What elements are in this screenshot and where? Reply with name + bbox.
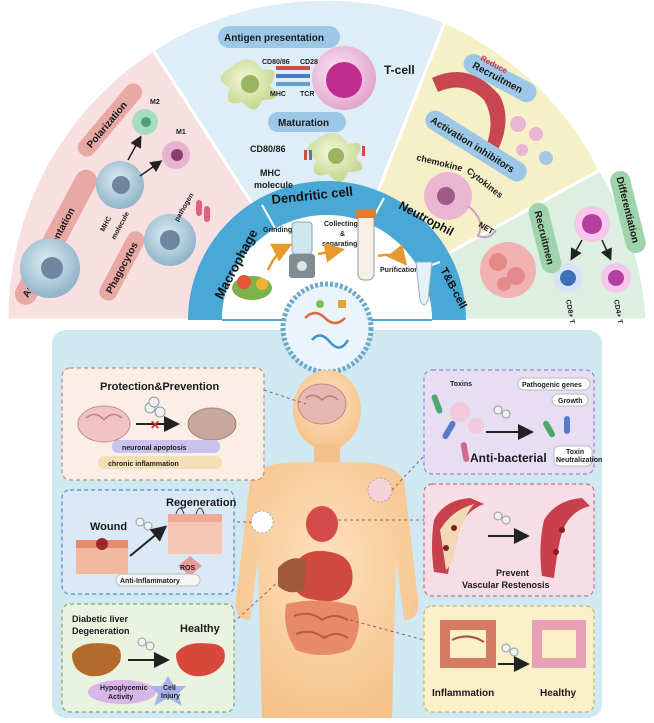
ros-star [178,556,202,576]
bacterial-panel: Toxins Pathogenic genes Growth Anti-bact… [423,369,602,475]
chronic-tag [98,456,222,469]
intestine-panel: Inflammation Healthy [423,605,595,713]
m2-label: M2 [150,99,160,106]
regeneration-label: Regeneration [166,497,237,509]
growth-label: Growth [558,398,583,405]
svg-text:✕: ✕ [150,418,160,432]
hypo-line1: Hypoglycemic [100,685,148,692]
separating-label: separating [322,241,357,248]
vascular-line1: Prevent [496,568,529,578]
diseased-liver-icon [72,643,121,677]
bacterium-icon [431,394,443,414]
cell-line1: Cell [163,685,176,692]
vascular-panel: Prevent Vascular Restenosis [423,483,595,597]
liver-title-2: Degeneration [72,626,130,636]
anti-inflammatory-label: Anti-Inflammatory [120,578,180,585]
recruitment-pill [463,53,537,103]
wound-label: Wound [90,521,127,533]
pathogen-icon [196,200,202,216]
wound-panel: Regeneration Wound ROS Anti-Inflammatory [61,489,237,595]
tb-recruitment-pill [528,202,562,274]
healthy-liver-icon [176,643,225,677]
skin-spot [250,510,274,534]
activation-pill [425,110,527,182]
dc-mhc-line2: molecule [254,180,293,190]
liver-title-1: Diabetic liver [72,614,129,624]
small-tube-icon [415,261,433,306]
tb-contents: Recruitmen Differentiation CD8+ T CD4+ T [480,170,646,325]
tcr-label: TCR [300,91,314,98]
heart-organ [306,506,338,542]
neuronal-tag [112,440,220,453]
vessel-icon [432,72,506,150]
polarization-pill [77,83,143,157]
m1-label: M1 [176,129,186,136]
maturation-pill [268,112,346,132]
human-body [235,370,419,718]
stomach-organ [291,550,353,602]
brain-before-icon [77,405,131,443]
center-ring [188,181,466,320]
maturation-label: Maturation [278,118,329,129]
amp-label: & [340,231,345,238]
neuronal-label: neuronal apoptosis [122,445,187,452]
bacteria-spot [367,477,393,503]
tcell-label: T-cell [384,63,415,77]
brain-after-icon [187,407,237,441]
toxin-line1: Toxin [566,449,584,456]
cd8-label: CD8+ T [564,299,575,325]
dc-antigen-label: Antigen presentation [224,33,324,44]
blender-icon [291,221,313,255]
inflamed-intestine-icon [440,620,496,668]
chronic-label: chronic inflammation [108,461,179,468]
toxins-label: Toxins [450,381,472,388]
collecting-label: Collecting [324,221,358,228]
tube-icon [357,213,375,281]
protection-title: Protection&Prevention [100,381,219,393]
hypoglycemic-tag [88,680,156,704]
mhc-small-label: MHC [270,91,286,98]
anti-bacterial-label: Anti-bacterial [470,451,547,465]
dendritic-contents: Antigen presentation T-cell CD80/86 CD28… [218,26,415,190]
dc-antigen-pill [218,26,340,48]
center-inner [222,215,432,320]
intestine-healthy-label: Healthy [540,688,577,699]
pathogenic-genes-label: Pathogenic genes [522,382,582,389]
hypo-line2: Activity [108,694,133,701]
dc-mhc-line1: MHC [260,168,281,178]
differentiation-pill [610,170,646,254]
grinding-label: Grinding [263,227,292,234]
protection-panel: Protection&Prevention ✕ neuronal apoptos… [61,367,265,481]
cd4-label: CD4+ T [612,299,623,325]
healthy-vessel-icon [540,498,590,578]
connectors [233,389,425,641]
healthy-intestine-icon [532,620,586,668]
wheel: Macrophage Dendritic cell Neutrophil T&B… [5,0,649,325]
purification-label: Purification [380,267,419,274]
liver-healthy-label: Healthy [180,623,221,635]
cd80-86-label: CD80/86 [250,144,286,154]
vesicle [280,281,374,375]
vascular-line2: Vascular Restenosis [462,580,550,590]
cd8086-label: CD80/86 [262,59,290,66]
cell-injury-star [150,676,186,706]
process-flow: Grinding Collecting & separating Purific… [232,210,433,306]
intestine-organ [285,600,359,655]
wound-arrow [129,525,168,557]
phagocytos-pill [99,231,145,301]
liver-organ [278,558,306,593]
liver-panel: Diabetic liver Degeneration Healthy Hypo… [61,603,235,713]
ros-label: ROS [180,565,196,572]
cell-line2: Injury [161,693,180,700]
macrophage-contents: Antigen presentation MHC molecule Polari… [14,83,210,305]
brain-organ [297,383,347,425]
toxin-line2: Neutralization [556,457,602,464]
inflammation-label: Inflammation [432,688,494,699]
cd28-label: CD28 [300,59,318,66]
